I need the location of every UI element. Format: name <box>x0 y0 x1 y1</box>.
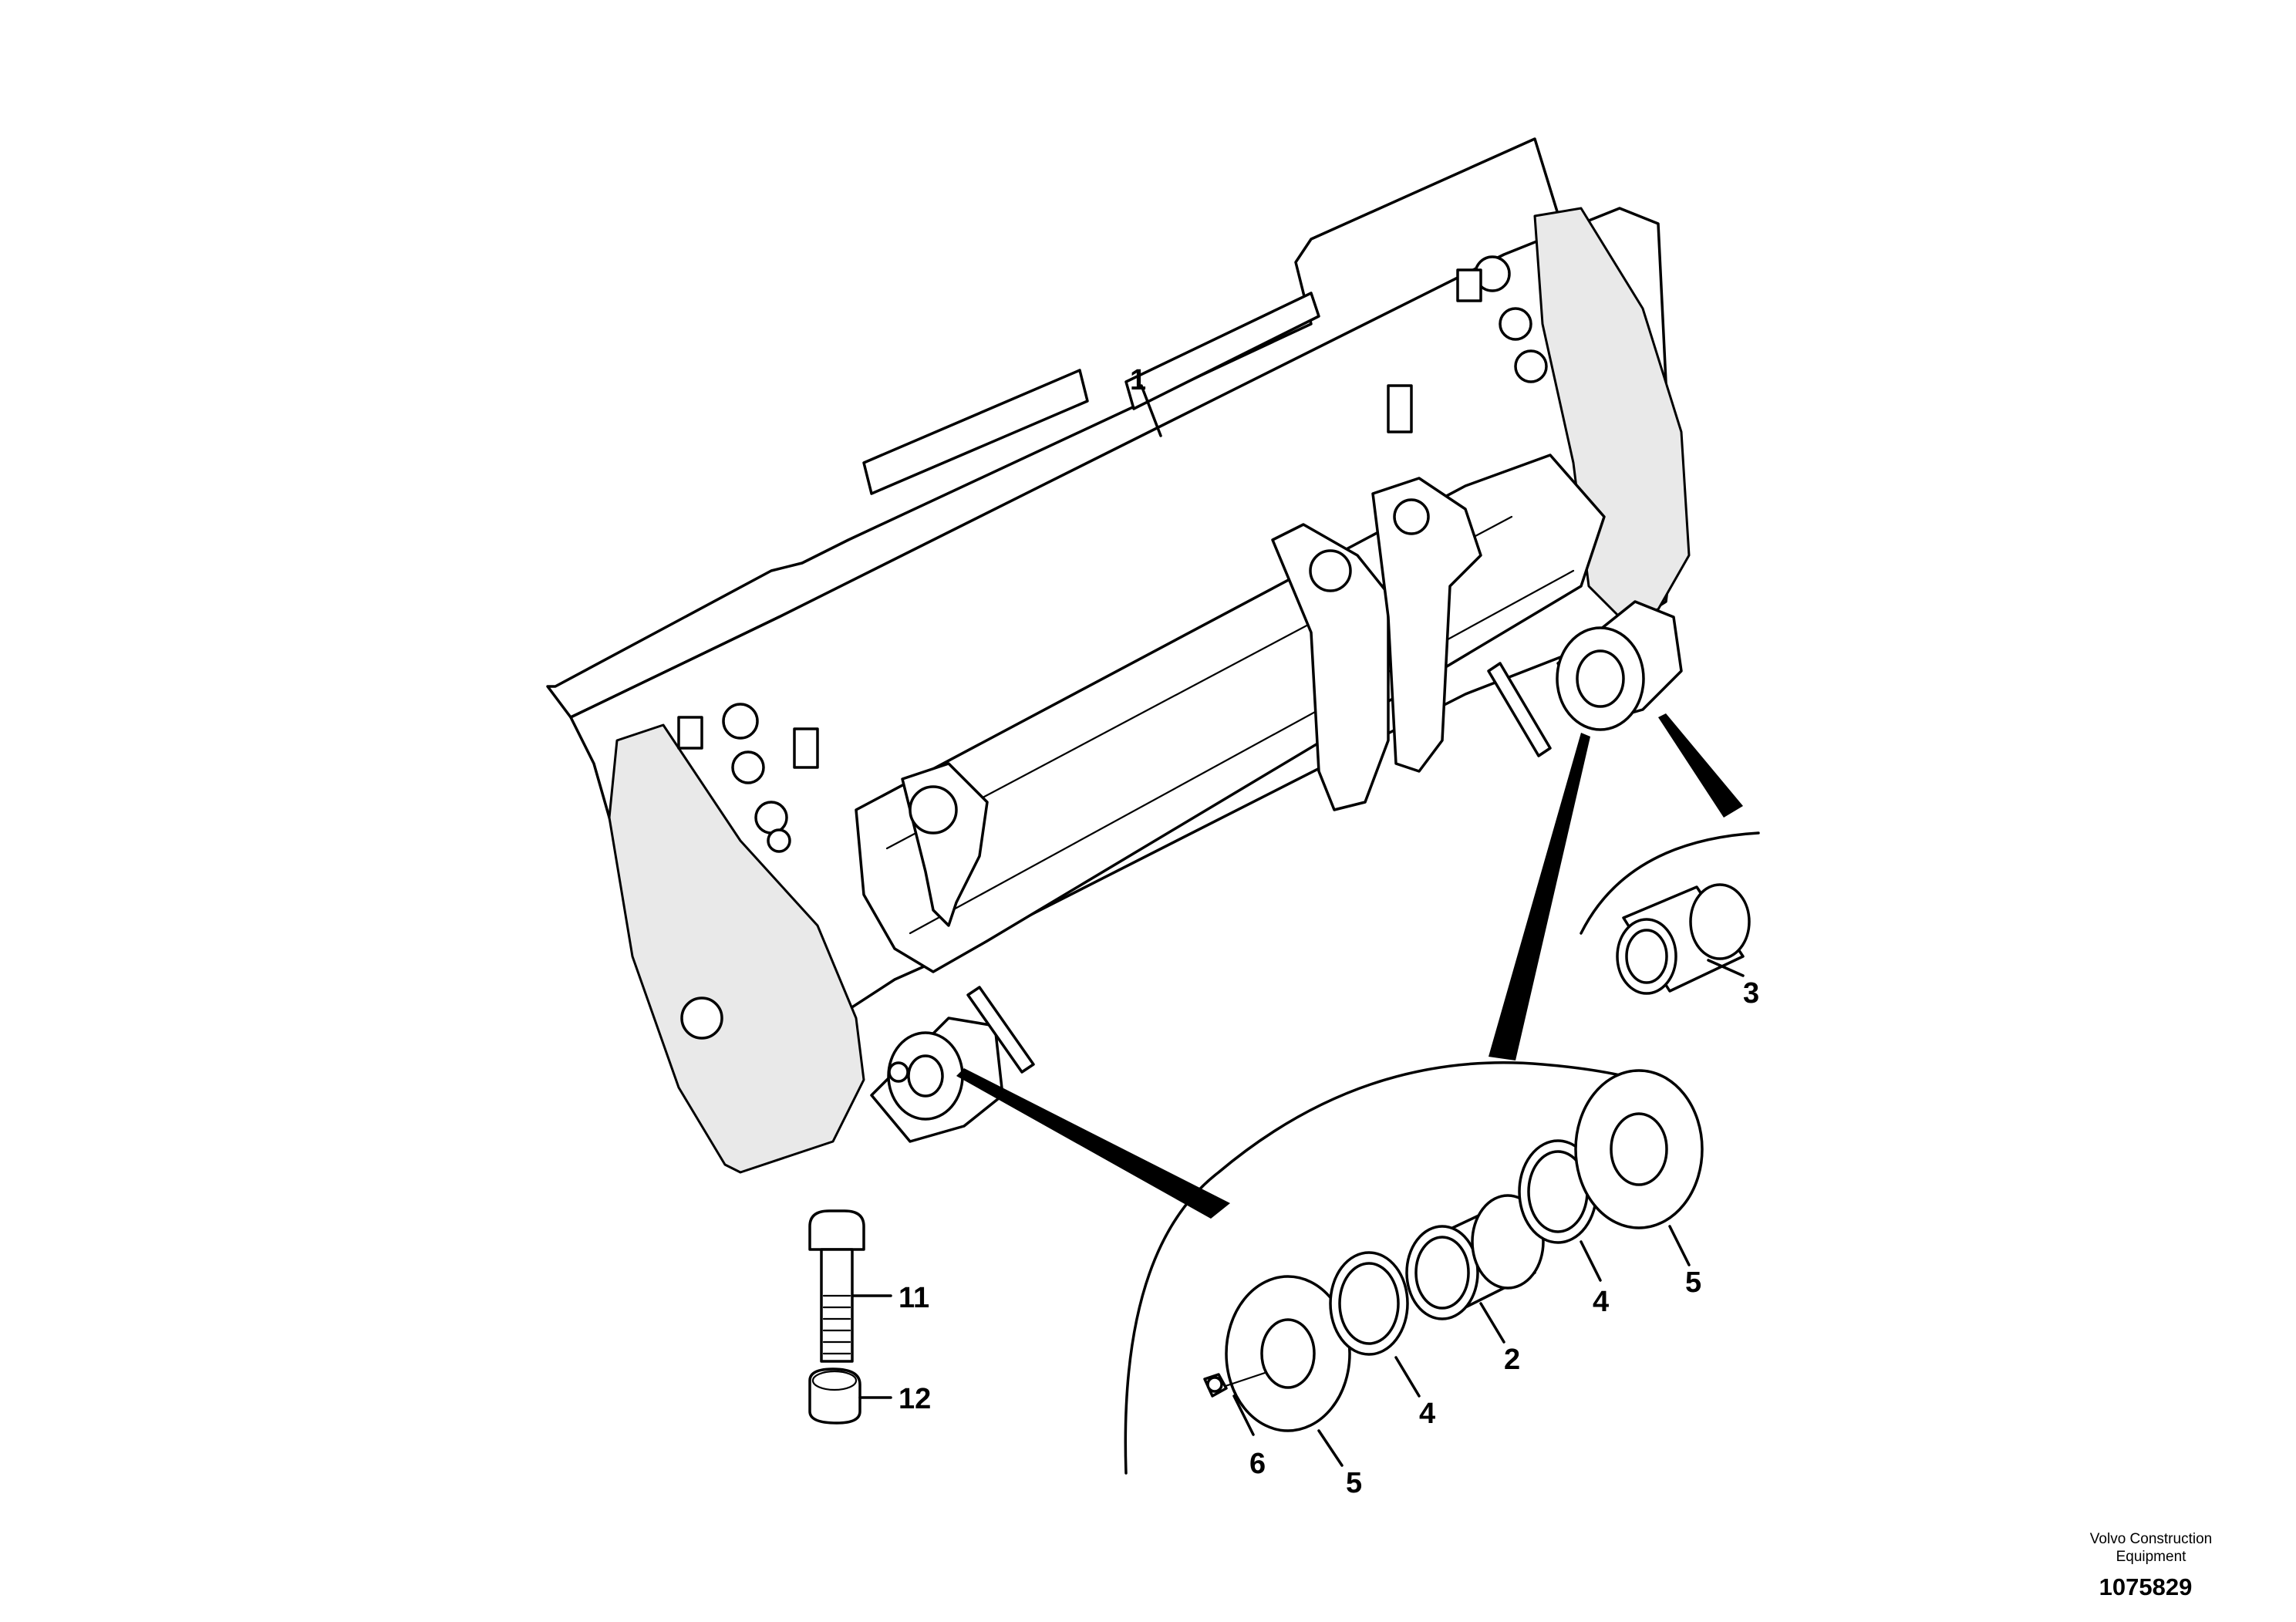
callout-label-4-right: 4 <box>1593 1286 1609 1318</box>
callout-1: 1 <box>1130 364 1162 437</box>
nut-12: 12 <box>808 1367 931 1425</box>
brand-line-2: Equipment <box>2116 1549 2186 1565</box>
detail-arc-bushing-3: 3 <box>1580 831 1760 1010</box>
bolt-11: 11 <box>808 1209 929 1363</box>
callout-label-6: 6 <box>1249 1448 1266 1480</box>
brand-block: Volvo Construction Equipment <box>2058 1530 2244 1566</box>
bushing-3 <box>1616 883 1751 995</box>
callout-label-5-right: 5 <box>1685 1266 1701 1299</box>
detail-arc-bushing-assembly: 6 5 4 2 4 5 <box>1124 1061 1704 1499</box>
document-number: 1075829 <box>2099 1573 2193 1600</box>
right-bolt-group <box>1387 255 1548 433</box>
washer-5-right <box>1574 1069 1704 1229</box>
right-pivot-boss <box>1556 600 1683 731</box>
brand-line-1: Volvo Construction <box>2089 1531 2213 1547</box>
pointer-wedge-bushing-group <box>1489 733 1590 1061</box>
pointer-wedge-left-boss <box>956 1068 1230 1219</box>
left-bolt-group <box>677 703 819 853</box>
callout-label-5-left: 5 <box>1346 1467 1362 1499</box>
grease-nipple-6 <box>1203 1371 1266 1398</box>
bushing-2 <box>1405 1194 1545 1320</box>
callout-label-12: 12 <box>899 1383 931 1415</box>
callout-label-4-left: 4 <box>1419 1398 1435 1430</box>
callout-label-11: 11 <box>899 1282 929 1314</box>
callout-label-2: 2 <box>1504 1344 1520 1376</box>
callout-label-1: 1 <box>1130 364 1146 396</box>
seal-ring-4-left <box>1329 1251 1409 1356</box>
callout-label-3: 3 <box>1743 977 1759 1010</box>
pointer-wedge-right-boss <box>1658 713 1743 818</box>
washer-5-left <box>1225 1275 1351 1432</box>
quick-coupler-frame <box>546 137 1691 1174</box>
